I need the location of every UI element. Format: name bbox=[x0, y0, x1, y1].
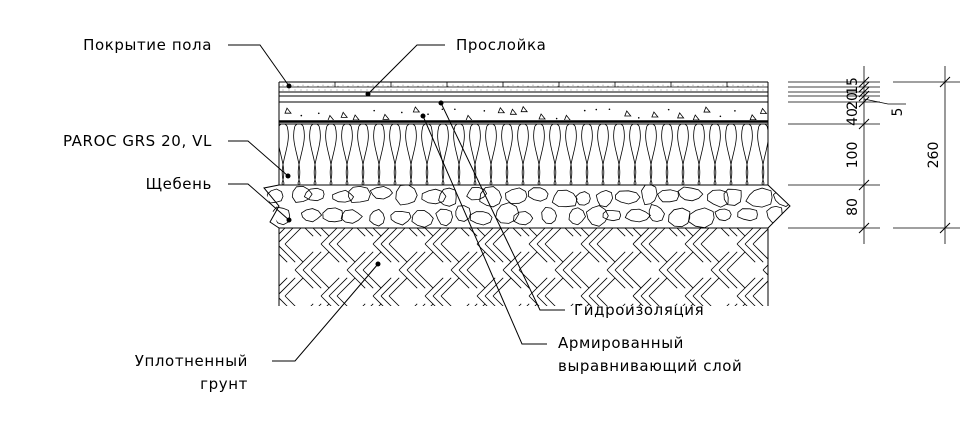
label-interlayer: Прослойка bbox=[456, 36, 546, 54]
insulation-layer bbox=[278, 123, 769, 186]
label-reinforced-line1: Армированный bbox=[558, 334, 684, 352]
compacted-soil-layer bbox=[278, 228, 769, 306]
dim-total: 260 bbox=[926, 142, 942, 169]
label-reinforced-line2: выравнивающий слой bbox=[558, 357, 742, 375]
dimension-values: 15 20 40 5 100 80 260 bbox=[845, 77, 942, 216]
dim-100: 100 bbox=[845, 142, 861, 169]
dim-15: 15 bbox=[845, 77, 861, 95]
label-soil-line2: грунт bbox=[200, 375, 248, 393]
interlayer-layer bbox=[278, 91, 769, 102]
dim-5: 5 bbox=[890, 108, 906, 117]
label-waterproofing: Гидроизоляция bbox=[574, 301, 704, 319]
floor-covering-layer bbox=[278, 81, 769, 92]
labels: Покрытие пола Прослойка PAROC GRS 20, VL… bbox=[63, 36, 742, 393]
label-soil-line1: Уплотненный bbox=[135, 352, 248, 370]
reinforced-screed-layer bbox=[278, 101, 769, 124]
crushed-stone-layer bbox=[263, 184, 791, 229]
dim-80: 80 bbox=[845, 198, 861, 216]
label-floor-covering: Покрытие пола bbox=[83, 36, 212, 54]
dim-40: 40 bbox=[845, 108, 861, 126]
label-insulation: PAROC GRS 20, VL bbox=[63, 132, 212, 150]
leader-lines bbox=[228, 44, 565, 362]
dim-20: 20 bbox=[845, 92, 861, 110]
dimension-lines bbox=[788, 66, 960, 244]
label-crushed-stone: Щебень bbox=[146, 175, 212, 193]
